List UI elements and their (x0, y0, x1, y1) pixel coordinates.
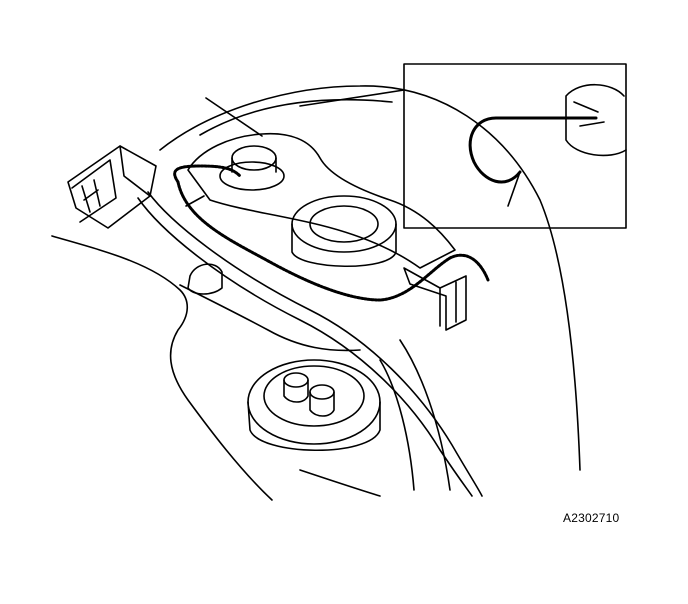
clip-bracket-inner (439, 281, 457, 327)
harness-wire-b (147, 191, 483, 497)
body-left-contour (51, 235, 273, 501)
housing-inner-contour (199, 98, 393, 136)
body-mid-contour (179, 284, 361, 352)
detail-inset-frame (403, 63, 627, 229)
detail-inset-wire-end (573, 101, 605, 127)
flange-plate (187, 132, 456, 269)
connector-back (119, 145, 151, 197)
pump-mount-inner (263, 365, 365, 427)
body-right-lower (399, 339, 451, 491)
top-boss-cap (231, 145, 277, 171)
pin-right-top (309, 384, 335, 400)
detail-inset-component (565, 84, 627, 157)
pump-mount-wall (247, 401, 381, 451)
pin-left-body (283, 379, 309, 403)
connector-face (71, 159, 117, 223)
body-right-lower-2 (379, 359, 415, 491)
detail-inset-leader (299, 89, 405, 107)
small-peg (187, 263, 223, 295)
large-ring-outer (291, 195, 397, 253)
connector-body (67, 145, 157, 229)
detail-inset-callout (507, 171, 521, 207)
pin-left-top (283, 372, 309, 388)
figure-code: A2302710 (563, 511, 620, 525)
leader-line-top (205, 97, 263, 137)
body-lower-contour (299, 469, 381, 497)
braided-wire-loop (173, 164, 490, 302)
clip-bracket (403, 267, 467, 331)
connector-slots (81, 179, 101, 213)
detail-inset-hook (468, 116, 598, 184)
leader-line-wire (185, 195, 205, 207)
large-ring-inner (309, 205, 379, 243)
pin-right-body (309, 391, 335, 417)
pump-mount-outer (247, 359, 381, 445)
harness-wire-a (137, 197, 473, 497)
top-boss-base (219, 161, 285, 191)
large-ring-wall (291, 223, 397, 268)
